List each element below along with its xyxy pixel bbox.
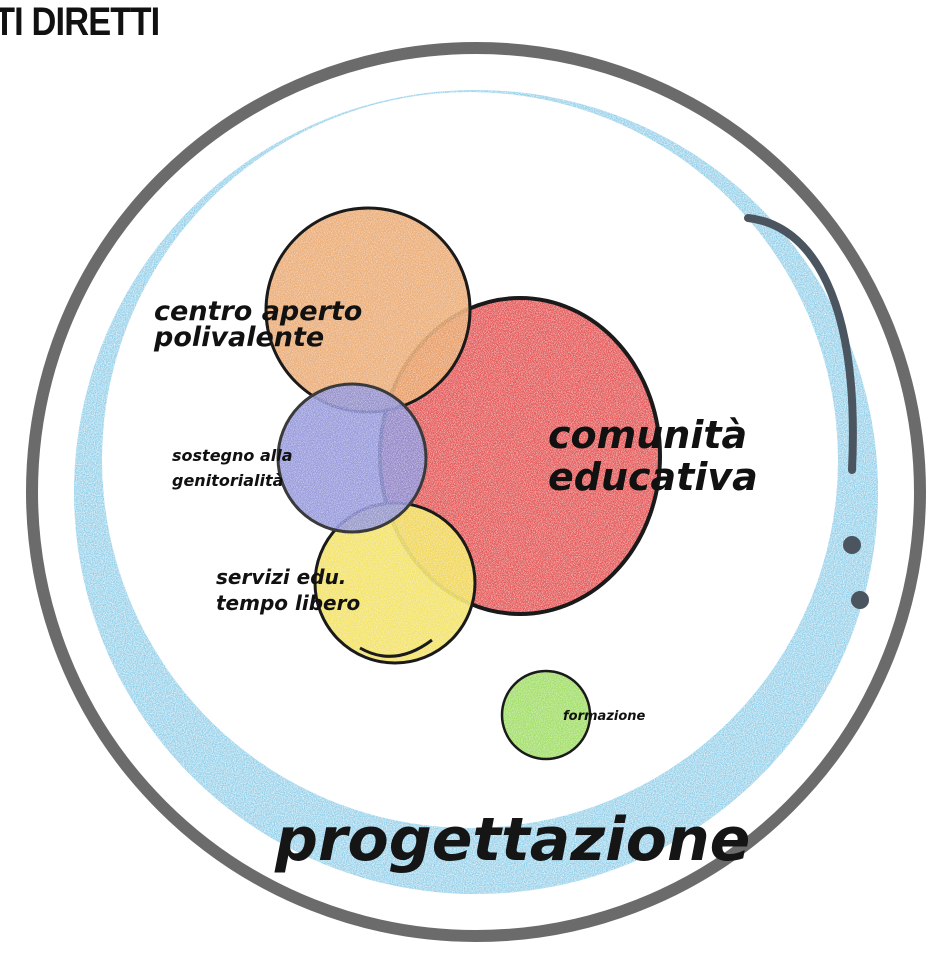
bubble-centro bbox=[266, 208, 470, 412]
circle-formazione bbox=[500, 669, 592, 761]
label-comunita-educativa: comunità educativa bbox=[548, 413, 760, 499]
label-servizi-edu: servizi edu. tempo libero bbox=[216, 565, 360, 615]
outer-rim bbox=[26, 42, 926, 942]
highlight-stroke bbox=[744, 214, 857, 474]
bubble-formazione bbox=[502, 671, 590, 759]
bead-2 bbox=[851, 591, 869, 609]
bubble-sostegno-outline bbox=[276, 382, 428, 534]
bubble-sostegno bbox=[278, 384, 426, 532]
servizi-smile-stroke bbox=[359, 638, 433, 658]
page-heading: TI DIRETTI bbox=[0, 0, 160, 44]
label-centro-aperto: centro aperto polivalente bbox=[153, 296, 372, 353]
label-sostegno: sostegno alla genitorialità bbox=[172, 446, 298, 490]
bubble-servizi bbox=[315, 503, 475, 663]
label-progettazione: progettazione bbox=[274, 805, 750, 875]
bubble-formazione-outline bbox=[500, 669, 592, 761]
bead-1 bbox=[843, 536, 861, 554]
circle-sostegno bbox=[276, 382, 428, 534]
label-formazione: formazione bbox=[563, 709, 646, 724]
